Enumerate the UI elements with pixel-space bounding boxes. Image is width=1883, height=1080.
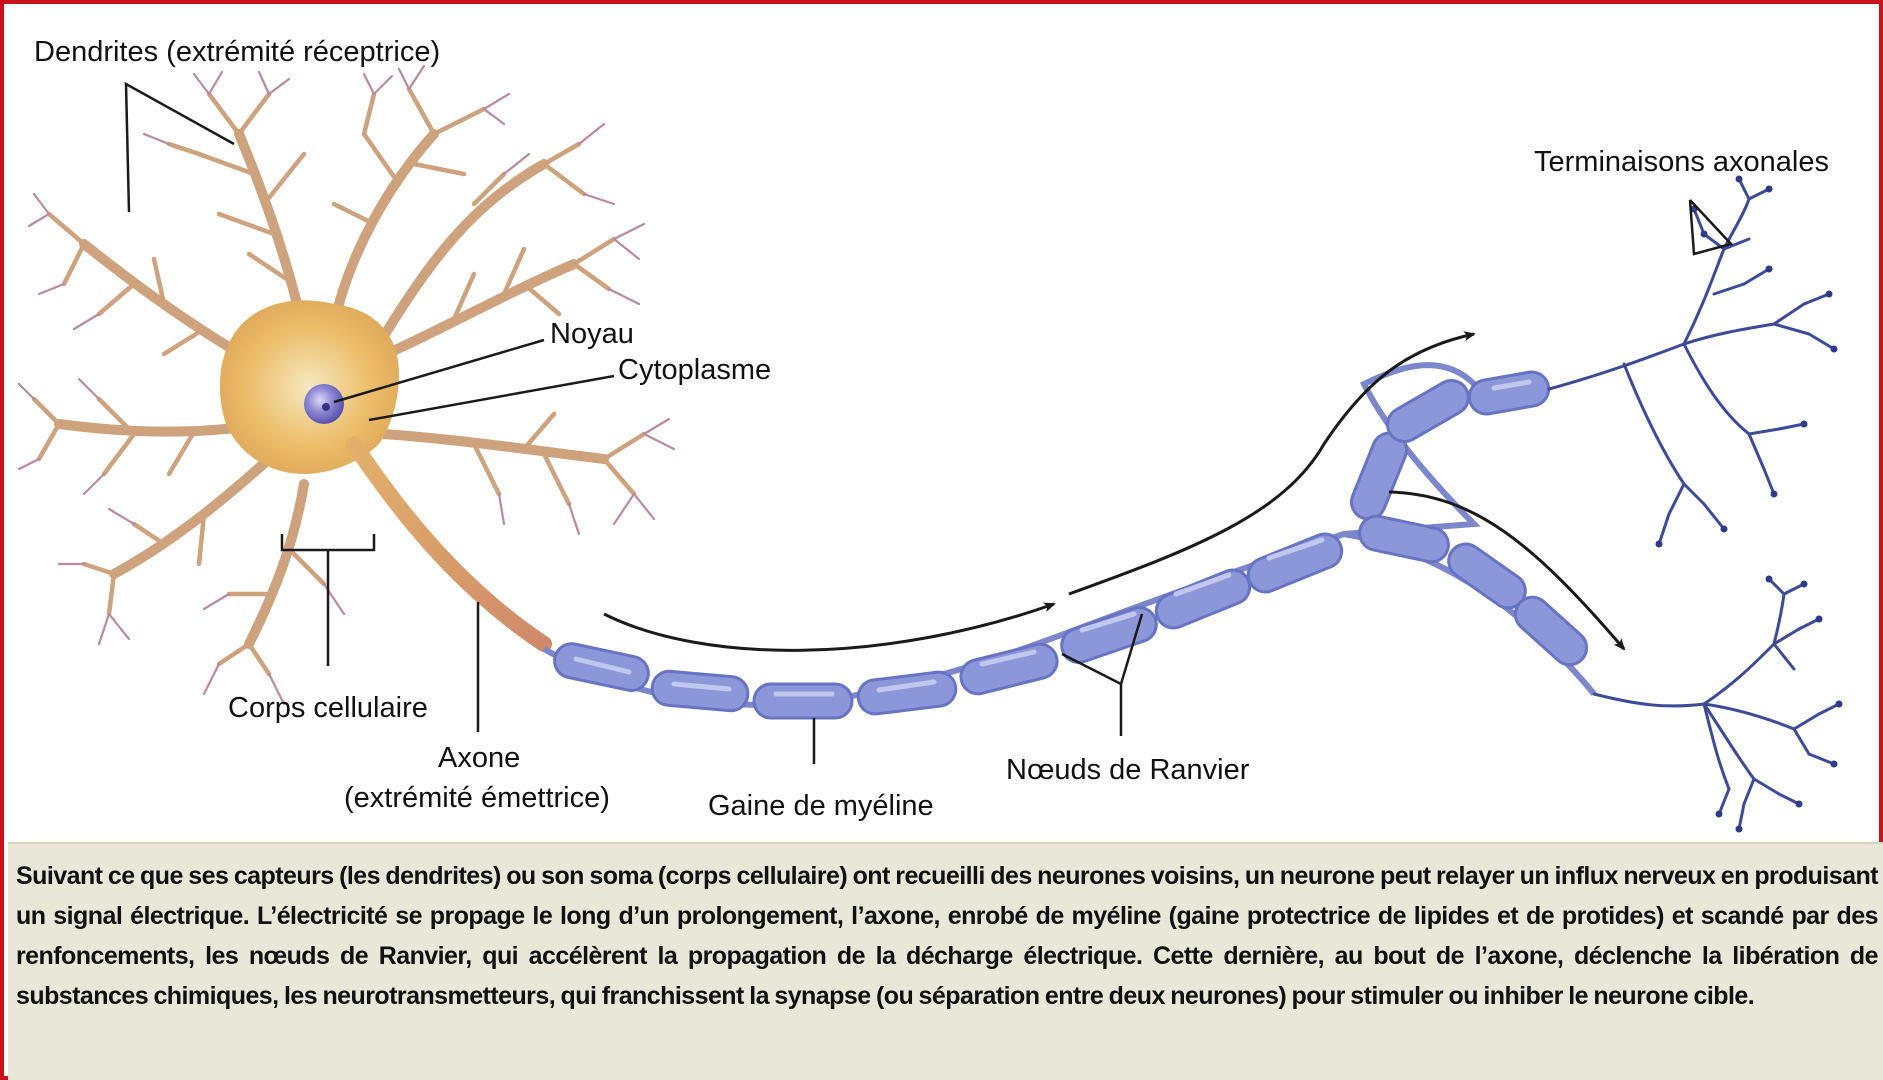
arrow-axon bbox=[603, 602, 1056, 652]
cytoplasme-leader bbox=[368, 374, 615, 422]
label-dendrites: Dendrites (extrémité réceptrice) bbox=[34, 36, 441, 68]
caption-box: Suivant ce que ses capteurs (les dendrit… bbox=[8, 842, 1883, 1080]
label-terminaisons-axonales: Terminaisons axonales bbox=[1534, 146, 1829, 178]
terminaisons-leader bbox=[1688, 199, 1734, 256]
axon bbox=[346, 436, 552, 652]
label-noeuds-ranvier: Nœuds de Ranvier bbox=[1006, 754, 1250, 786]
myelin-sheath bbox=[553, 370, 1589, 720]
label-axone-subtitle: (extrémité émettrice) bbox=[344, 782, 610, 814]
caption-text: Suivant ce que ses capteurs (les dendrit… bbox=[16, 862, 1879, 1010]
arrow-lower-branch bbox=[1388, 490, 1626, 651]
dendrites-leader bbox=[124, 81, 235, 213]
label-noyau: Noyau bbox=[550, 318, 634, 350]
label-corps-cellulaire: Corps cellulaire bbox=[228, 692, 428, 724]
noyau-leader bbox=[333, 338, 545, 404]
dendrites bbox=[17, 64, 676, 706]
leader-lines bbox=[124, 81, 1734, 764]
neuron-diagram bbox=[17, 64, 1843, 833]
arrow-upper-branch bbox=[1068, 331, 1476, 596]
impulse-arrows bbox=[603, 331, 1626, 652]
label-axone: Axone bbox=[438, 742, 521, 774]
cell-body bbox=[219, 300, 399, 474]
label-gaine-myeline: Gaine de myéline bbox=[708, 790, 934, 822]
axon-terminals bbox=[1547, 177, 1841, 831]
label-cytoplasme: Cytoplasme bbox=[618, 354, 772, 386]
